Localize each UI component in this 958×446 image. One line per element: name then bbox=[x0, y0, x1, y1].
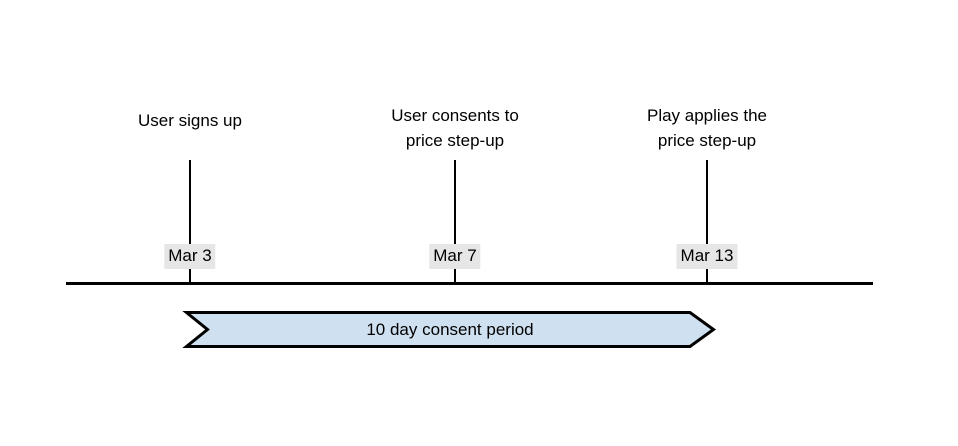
event-date-mar-3: Mar 3 bbox=[164, 244, 216, 269]
consent-period-chevron-shape bbox=[182, 311, 717, 348]
event-label-line: User consents to bbox=[391, 106, 519, 125]
event-date-mar-7: Mar 7 bbox=[429, 244, 481, 269]
event-label-line: Play applies the bbox=[646, 106, 768, 125]
event-tick-user-consents bbox=[454, 160, 456, 283]
event-label-user-signs-up: User signs up bbox=[138, 108, 242, 133]
event-tick-play-applies-step-up bbox=[706, 160, 708, 283]
event-label-user-consents: User consents to price step-up bbox=[391, 103, 519, 153]
event-label-line: User signs up bbox=[138, 111, 242, 130]
event-tick-user-signs-up bbox=[189, 160, 191, 283]
consent-period-banner: 10 day consent period bbox=[182, 311, 717, 348]
event-label-line: price step-up bbox=[405, 131, 505, 150]
event-label-line: price step-up bbox=[657, 131, 757, 150]
timeline-axis bbox=[66, 282, 873, 285]
event-label-play-applies-step-up: Play applies the price step-up bbox=[647, 103, 767, 153]
event-date-mar-13: Mar 13 bbox=[676, 244, 738, 269]
